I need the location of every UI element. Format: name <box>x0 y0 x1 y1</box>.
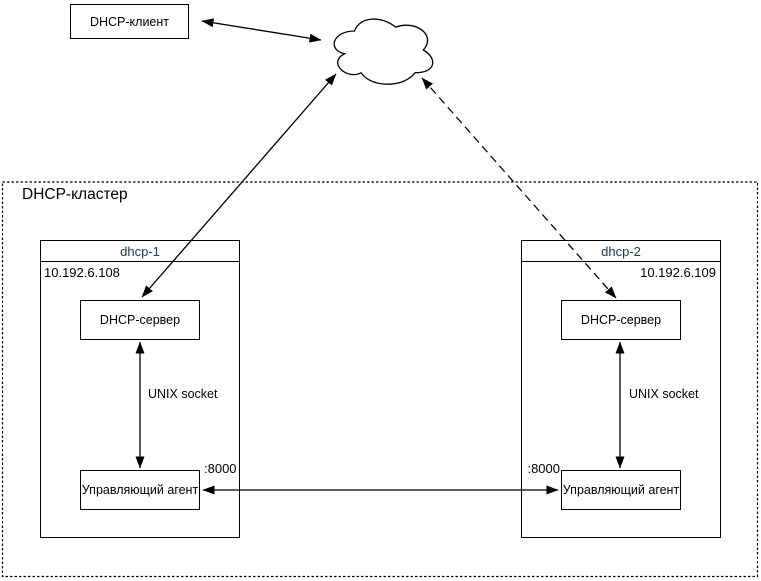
cluster-title: DHCP-кластер <box>22 186 128 203</box>
node-dhcp-1-title: dhcp-1 <box>41 241 239 262</box>
arrow-client-cloud <box>201 18 322 43</box>
dhcp-server-label-2: DHCP-сервер <box>580 313 662 327</box>
unix-socket-label-1: UNIX socket <box>148 387 218 401</box>
node-dhcp-2-title: dhcp-2 <box>522 241 720 262</box>
node-dhcp-2-ip: 10.192.6.109 <box>640 265 716 280</box>
node-dhcp-2: dhcp-2 10.192.6.109 DHCP-сервер UNIX soc… <box>521 240 721 538</box>
management-agent-box-2: Управляющий агент <box>561 470 681 510</box>
dhcp-server-box-1: DHCP-сервер <box>80 300 200 340</box>
node-dhcp-1-ip: 10.192.6.108 <box>44 265 120 280</box>
unix-socket-label-2: UNIX socket <box>629 387 699 401</box>
node-dhcp-1: dhcp-1 10.192.6.108 DHCP-сервер UNIX soc… <box>40 240 240 538</box>
network-cloud-shape <box>333 18 434 85</box>
dhcp-client-node: DHCP-клиент <box>70 4 189 39</box>
management-agent-box-1: Управляющий агент <box>80 470 200 510</box>
dhcp-server-box-2: DHCP-сервер <box>561 300 681 340</box>
management-agent-label-2: Управляющий агент <box>562 483 680 497</box>
management-agent-label-1: Управляющий агент <box>81 483 199 497</box>
dhcp-client-label: DHCP-клиент <box>89 14 170 29</box>
port-8000-label-1: :8000 <box>204 461 237 476</box>
port-8000-label-2: :8000 <box>527 461 560 476</box>
dhcp-server-label-1: DHCP-сервер <box>99 313 181 327</box>
